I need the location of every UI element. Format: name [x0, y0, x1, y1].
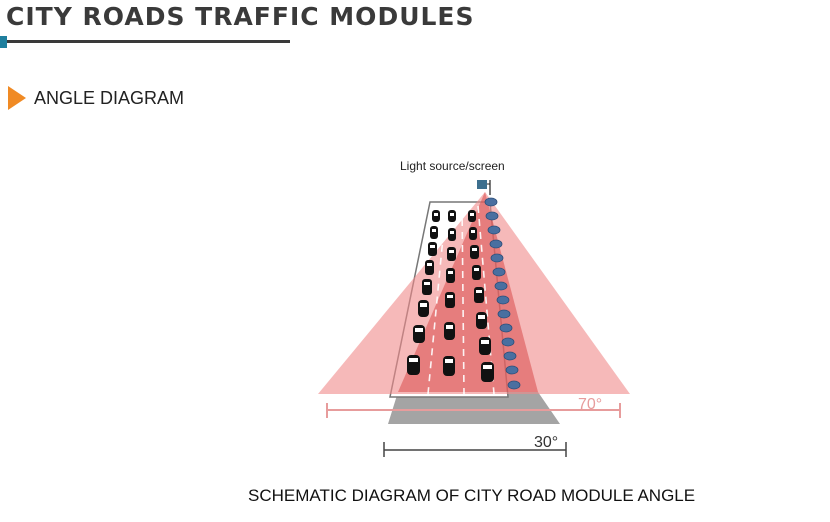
car: [468, 210, 476, 222]
wide-angle-dimension: [326, 403, 621, 418]
wide-angle-label: 70°: [578, 396, 602, 413]
car: [481, 362, 494, 382]
diagram-caption: SCHEMATIC DIAGRAM OF CITY ROAD MODULE AN…: [248, 486, 696, 505]
car: [444, 322, 455, 340]
narrow-beam-ground-shadow: [388, 392, 560, 424]
car: [443, 356, 455, 376]
car: [422, 279, 432, 295]
car: [428, 242, 437, 256]
car: [469, 227, 477, 240]
narrow-angle-label: 30°: [534, 434, 558, 451]
car: [470, 245, 479, 259]
car: [413, 325, 425, 343]
car: [445, 292, 455, 308]
car: [447, 247, 456, 261]
light-source-icon: [477, 180, 487, 189]
car: [446, 268, 455, 283]
cars: [407, 210, 494, 382]
title-accent-marker: [0, 36, 7, 48]
page-title: CITY ROADS TRAFFIC MODULES: [6, 2, 475, 31]
street-light-modules: [484, 197, 521, 390]
car: [418, 300, 429, 317]
car: [432, 210, 440, 222]
car: [425, 260, 434, 275]
car: [476, 312, 487, 329]
title-underline: [0, 40, 290, 43]
car: [430, 226, 438, 239]
section-arrow-icon: [8, 86, 26, 110]
car: [479, 337, 491, 355]
car: [472, 265, 481, 280]
car: [448, 210, 456, 222]
narrow-angle-dimension: [383, 442, 567, 457]
car: [448, 228, 456, 241]
light-source-label: Light source/screen: [400, 159, 505, 173]
car: [474, 287, 484, 303]
section-heading: ANGLE DIAGRAM: [34, 88, 185, 108]
car: [407, 355, 420, 375]
